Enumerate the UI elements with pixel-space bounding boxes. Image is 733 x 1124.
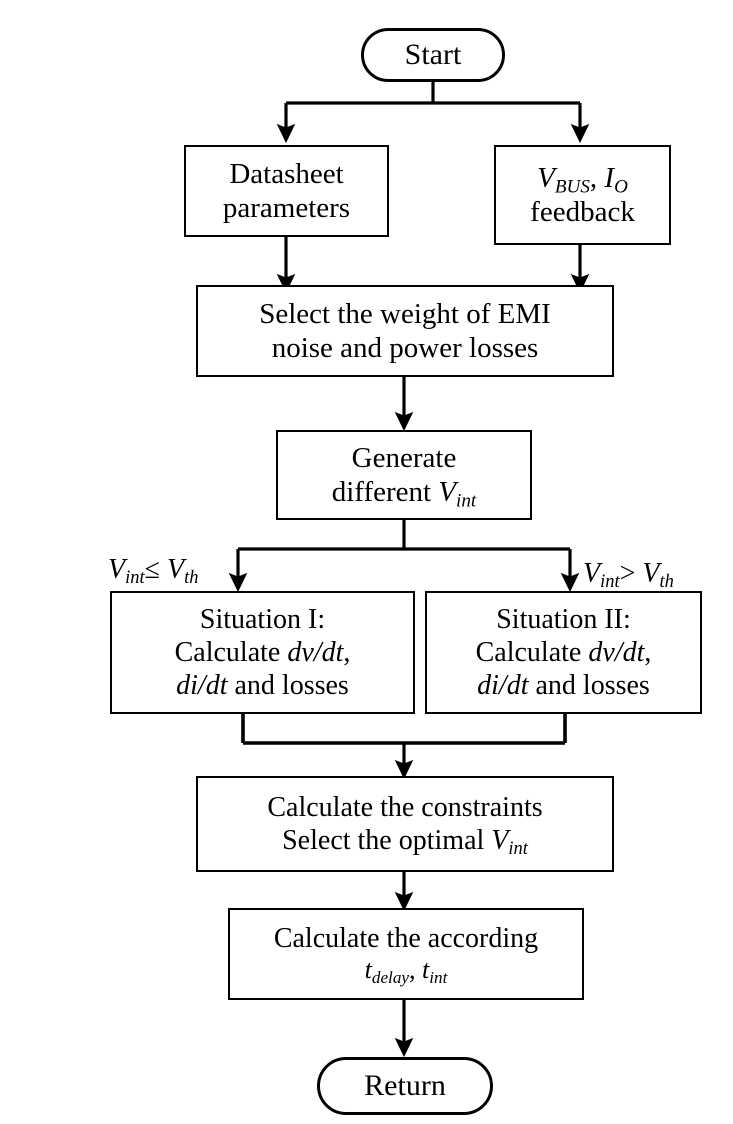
- connector-generate-split: [238, 520, 570, 551]
- branch-left-v-subscript: int: [125, 567, 145, 588]
- timings-separator: ,: [409, 955, 423, 985]
- node-situation-1-line2: Calculate dv/dt,: [175, 636, 351, 669]
- branch-right-th-symbol: V: [642, 558, 660, 589]
- constraints-line2-prefix: Select the optimal: [282, 825, 492, 856]
- node-generate-line1: Generate: [351, 441, 457, 474]
- node-situation-1-line3: di/dt and losses: [176, 669, 349, 702]
- situation-2-dvdt: dv/dt: [588, 636, 645, 668]
- node-start-label: Start: [404, 38, 462, 72]
- timings-tdelay-symbol: t: [364, 955, 372, 985]
- branch-left-th-subscript: th: [184, 567, 199, 588]
- node-datasheet-line2: parameters: [222, 192, 351, 224]
- feedback-i-symbol: I: [604, 161, 615, 194]
- generate-v-symbol: V: [438, 476, 457, 508]
- branch-right-v-symbol: V: [583, 558, 601, 589]
- node-start[interactable]: Start: [361, 28, 505, 82]
- node-timings-line2: tdelay, tint: [365, 955, 448, 986]
- timings-tdelay-subscript: delay: [371, 967, 410, 987]
- situation-2-line3-suffix: and losses: [528, 670, 650, 702]
- node-calculate-constraints[interactable]: Calculate the constraints Select the opt…: [196, 776, 614, 872]
- node-vbus-io-feedback[interactable]: VBUS, IO feedback: [494, 145, 671, 245]
- node-situation-2[interactable]: Situation II: Calculate dv/dt, di/dt and…: [425, 591, 702, 714]
- generate-line2-prefix: different: [331, 476, 439, 508]
- node-feedback-line2: feedback: [530, 196, 635, 228]
- node-generate-vint[interactable]: Generate different Vint: [276, 430, 532, 520]
- node-return[interactable]: Return: [317, 1057, 493, 1115]
- feedback-v-symbol: V: [537, 161, 555, 194]
- node-select-weight-line2: noise and power losses: [271, 332, 539, 364]
- node-situation-2-line3: di/dt and losses: [477, 669, 650, 702]
- branch-right-th-subscript: th: [659, 571, 674, 592]
- feedback-i-subscript: O: [614, 176, 628, 198]
- node-select-weight[interactable]: Select the weight of EMI noise and power…: [196, 285, 614, 377]
- situation-1-dvdt: dv/dt: [287, 636, 344, 668]
- edge-label-vint-le-vth: Vint≤ Vth: [108, 554, 198, 586]
- feedback-separator: ,: [589, 161, 605, 194]
- node-calculate-timings[interactable]: Calculate the according tdelay, tint: [228, 908, 584, 1000]
- node-situation-1-line1: Situation I:: [199, 603, 326, 635]
- situation-2-didt: di/dt: [477, 670, 529, 702]
- situation-1-line2-prefix: Calculate: [174, 636, 288, 668]
- node-situation-2-line1: Situation II:: [496, 603, 631, 635]
- situation-1-line2-suffix: ,: [343, 636, 351, 668]
- edge-label-vint-gt-vth: Vint> Vth: [583, 558, 674, 590]
- generate-v-subscript: int: [456, 490, 477, 512]
- situation-2-line2-suffix: ,: [644, 636, 652, 668]
- timings-tint-subscript: int: [429, 967, 448, 987]
- branch-left-v-symbol: V: [108, 554, 126, 585]
- constraints-v-subscript: int: [508, 838, 528, 859]
- node-constraints-line1: Calculate the constraints: [267, 791, 543, 823]
- constraints-v-symbol: V: [491, 825, 509, 856]
- node-datasheet-line1: Datasheet: [229, 157, 344, 190]
- feedback-v-subscript: BUS: [554, 176, 590, 198]
- timings-tint-symbol: t: [422, 955, 430, 985]
- node-generate-line2: different Vint: [331, 475, 477, 512]
- node-select-weight-line1: Select the weight of EMI: [259, 297, 551, 330]
- node-datasheet-parameters[interactable]: Datasheet parameters: [184, 145, 389, 237]
- node-timings-line1: Calculate the according: [273, 923, 539, 955]
- situation-1-line3-suffix: and losses: [227, 670, 349, 702]
- node-situation-1[interactable]: Situation I: Calculate dv/dt, di/dt and …: [110, 591, 415, 714]
- node-feedback-line1: VBUS, IO: [537, 161, 628, 198]
- connector-start-split: [286, 82, 580, 105]
- node-situation-2-line2: Calculate dv/dt,: [476, 636, 652, 669]
- branch-left-operator: ≤: [144, 554, 167, 585]
- situation-2-line2-prefix: Calculate: [475, 636, 589, 668]
- branch-left-th-symbol: V: [166, 554, 185, 585]
- connector-situations-merge: [241, 714, 567, 745]
- situation-1-didt: di/dt: [176, 670, 228, 702]
- branch-right-v-subscript: int: [600, 571, 620, 592]
- node-constraints-line2: Select the optimal Vint: [282, 824, 528, 857]
- node-return-label: Return: [364, 1069, 446, 1103]
- branch-right-operator: >: [619, 558, 643, 589]
